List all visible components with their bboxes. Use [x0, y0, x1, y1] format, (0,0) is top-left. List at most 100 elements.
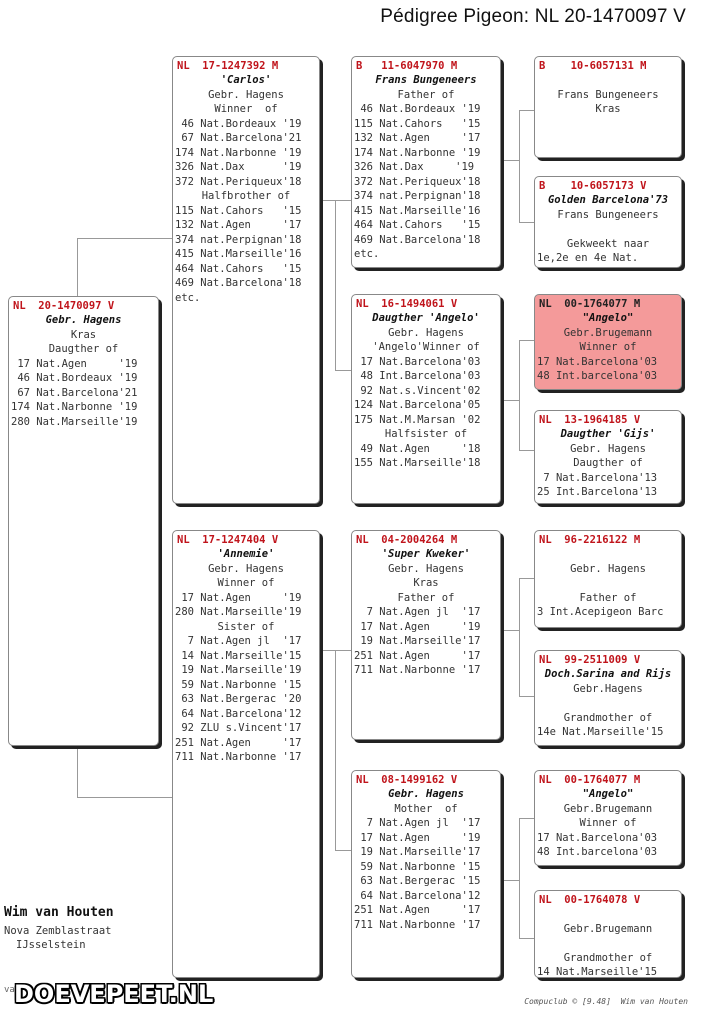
ring-number: NL 20-1470097 V — [13, 300, 115, 312]
ring-number: NL 00-1764077 M — [539, 298, 641, 310]
pedigree-line: 251 Nat.Agen '17 — [354, 904, 481, 916]
ring-number: NL 96-2216122 M — [539, 534, 641, 546]
breeder-city: IJsselstein — [16, 939, 86, 951]
ring-number: NL 99-2511009 V — [539, 654, 641, 666]
pedigree-line — [535, 222, 681, 237]
watermark-logo: DOEVEPEET.NL — [14, 980, 214, 1008]
pedigree-line: 25 Int.Barcelona'13 — [537, 486, 658, 498]
pedigree-line: 326 Nat.Dax '19 — [175, 161, 302, 173]
pedigree-line: 1e,2e en 4e Nat. — [537, 252, 639, 264]
pedigree-line: Daugther of — [48, 343, 119, 355]
pedigree-line: 19 Nat.Marseille'19 — [175, 664, 302, 676]
ring-number: NL 16-1494061 V — [356, 298, 458, 310]
breeder-partial-text: va — [4, 985, 15, 995]
breeder-name: Wim van Houten — [4, 905, 114, 920]
connector-line — [77, 238, 172, 239]
connector-line — [77, 748, 78, 798]
pedigree-line: 251 Nat.Agen '17 — [354, 649, 481, 662]
connector-line — [519, 110, 520, 223]
pigeon-name: "Angelo" — [582, 788, 634, 800]
connector-line — [519, 818, 520, 938]
pigeon-name: Gebr. Hagens — [388, 788, 464, 800]
pedigree-line: 17 Nat.Barcelona'03 — [537, 355, 658, 368]
pedigree-line: 19 Nat.Marseille'17 — [354, 846, 481, 858]
pedigree-line: Gebr. Hagens — [208, 88, 284, 101]
pigeon-name: Golden Barcelona'73 — [547, 194, 669, 206]
pedigree-line: Winner of — [579, 817, 637, 829]
pedigree-line — [535, 907, 681, 922]
pedigree-line: Gebr.Hagens — [573, 682, 643, 695]
pedigree-line: 280 Nat.Marseille'19 — [11, 415, 138, 428]
pedigree-line: 19 Nat.Marseille'17 — [354, 635, 481, 647]
pedigree-line: 17 Nat.Barcelona'03 — [354, 355, 481, 368]
pedigree-line: 64 Nat.Barcelona'12 — [354, 889, 481, 902]
pedigree-line: 251 Nat.Agen '17 — [175, 736, 302, 749]
pedigree-line: 48 Int.Barcelona'03 — [354, 370, 481, 382]
ring-number: NL 04-2004264 M — [356, 534, 458, 546]
connector-line — [519, 450, 535, 451]
great-grandparent-card-mmm[interactable]: NL 00-1764078 V Gebr.Brugemann Grandmoth… — [534, 890, 682, 978]
pedigree-line — [535, 576, 681, 591]
pedigree-line: 115 Nat.Cahors '15 — [354, 117, 481, 130]
pedigree-line: Winner of — [579, 341, 637, 353]
ring-number: NL 08-1499162 V — [356, 774, 458, 786]
pedigree-line: Frans Bungeneers — [557, 208, 659, 221]
pedigree-line: 63 Nat.Bergerac '20 — [175, 693, 302, 705]
connector-line — [519, 222, 535, 223]
pedigree-line: 174 Nat.Narbonne '19 — [175, 146, 302, 159]
pedigree-line — [535, 696, 681, 711]
pedigree-line: 7 Nat.Agen jl '17 — [354, 606, 481, 618]
maternal-grandfather-card[interactable]: NL 04-2004264 M'Super Kweker'Gebr. Hagen… — [351, 530, 501, 740]
pedigree-line: Gebr.Brugemann — [563, 326, 653, 339]
pedigree-line: Gebr.Brugemann — [563, 922, 653, 935]
connector-line — [335, 650, 336, 850]
pedigree-line: Father of — [579, 591, 637, 604]
pedigree-line: 155 Nat.Marseille'18 — [354, 457, 481, 469]
connector-line — [320, 650, 352, 651]
pedigree-line: Father of — [397, 591, 455, 604]
pedigree-line: Mother of — [394, 802, 458, 815]
breeder-street: Nova Zemblastraat — [4, 925, 112, 937]
pedigree-line: 124 Nat.Barcelona'05 — [354, 399, 481, 411]
pedigree-line: Kras — [413, 577, 439, 589]
connector-line — [335, 200, 336, 370]
pedigree-line — [535, 73, 681, 88]
pigeon-name: Gebr. Hagens — [45, 314, 122, 326]
connector-line — [519, 110, 535, 111]
pedigree-line: 48 Int.barcelona'03 — [537, 846, 658, 858]
pedigree-line: 14 Nat.Marseille'15 — [537, 966, 658, 978]
pedigree-line: 17 Nat.Agen '19 — [175, 591, 302, 604]
pigeon-name: Daugther 'Angelo' — [372, 312, 480, 324]
pedigree-line: Kras — [595, 103, 621, 115]
connector-line — [77, 797, 172, 798]
pedigree-line: 48 Int.barcelona'03 — [537, 370, 658, 382]
pedigree-line: 46 Nat.Bordeaux '19 — [11, 372, 138, 384]
pedigree-line: Gebr. Hagens — [570, 562, 646, 575]
pedigree-line: 711 Nat.Narbonne '17 — [354, 664, 481, 676]
connector-line — [519, 696, 535, 697]
pedigree-line: Grandmother of — [563, 711, 653, 724]
pedigree-line: 17 Nat.Barcelona'03 — [537, 831, 658, 844]
pedigree-line: 49 Nat.Agen '18 — [354, 442, 481, 455]
pedigree-line: 7 Nat.Agen jl '17 — [175, 635, 302, 647]
connector-line — [519, 938, 535, 939]
pedigree-line: 464 Nat.Cahors '15 — [354, 219, 481, 231]
pedigree-line: 372 Nat.Periqueux'18 — [175, 175, 302, 188]
ring-number: B 10-6057131 M — [539, 60, 647, 72]
pedigree-line: Winner of — [214, 103, 278, 115]
pedigree-line: 67 Nat.Barcelona'21 — [11, 386, 138, 399]
connector-line — [503, 400, 519, 401]
